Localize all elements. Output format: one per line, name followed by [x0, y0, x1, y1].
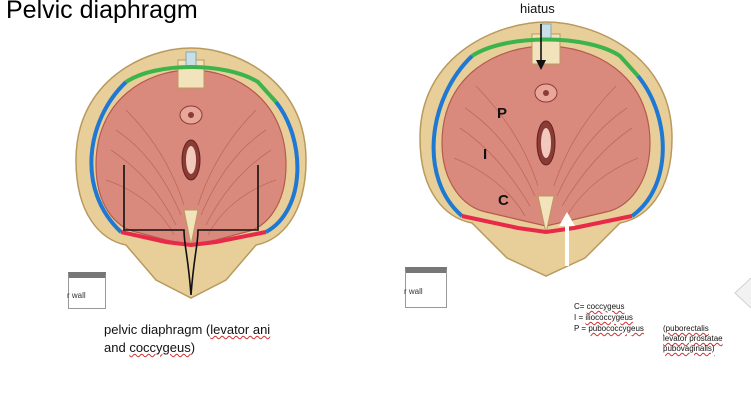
key-i-term: iliococcygeus [585, 313, 633, 322]
key-p-notes: (puborectalis levator prostatae pubovagi… [663, 324, 723, 354]
caption-line2-term: coccygeus [129, 340, 191, 355]
label-coccygeus: C [498, 192, 509, 209]
note-line: (puborectalis [663, 324, 709, 333]
label-pubococcygeus: P [497, 105, 508, 122]
note-line: levator prostatae [663, 334, 723, 343]
note-line: pubovaginalis) [663, 344, 715, 353]
caption-line2-prefix: and [104, 340, 130, 355]
key-p: P = pubococcygeus [574, 324, 644, 333]
wall-tab-right: r wall [404, 267, 447, 308]
key-c: C= coccygeus [574, 302, 624, 311]
caption-pelvic-diaphragm: pelvic diaphragm (levator ani and coccyg… [104, 321, 334, 357]
wall-tab-left-label: r wall [67, 291, 86, 300]
key-c-prefix: C= [574, 302, 587, 311]
key-p-term: pubococcygeus [588, 324, 644, 333]
caption-line1-term: levator ani [210, 322, 271, 337]
slide-title: Pelvic diaphragm [6, 0, 198, 24]
key-i-prefix: I = [574, 313, 586, 322]
pelvis-illustration-right [419, 21, 673, 277]
key-c-term: coccygeus [586, 302, 625, 311]
wall-tab-left: r wall [67, 272, 106, 309]
label-iliococcygeus: I [483, 146, 488, 163]
next-slide-arrow-icon[interactable] [733, 278, 751, 308]
key-i: I = iliococcygeus [574, 313, 633, 322]
key-p-prefix: P = [574, 324, 589, 333]
hiatus-label: hiatus [520, 1, 555, 16]
pelvis-illustration-left [75, 47, 307, 299]
wall-tab-right-label: r wall [404, 287, 423, 296]
caption-line2-suffix: ) [190, 340, 196, 355]
caption-line1-prefix: pelvic diaphragm ( [104, 322, 211, 337]
